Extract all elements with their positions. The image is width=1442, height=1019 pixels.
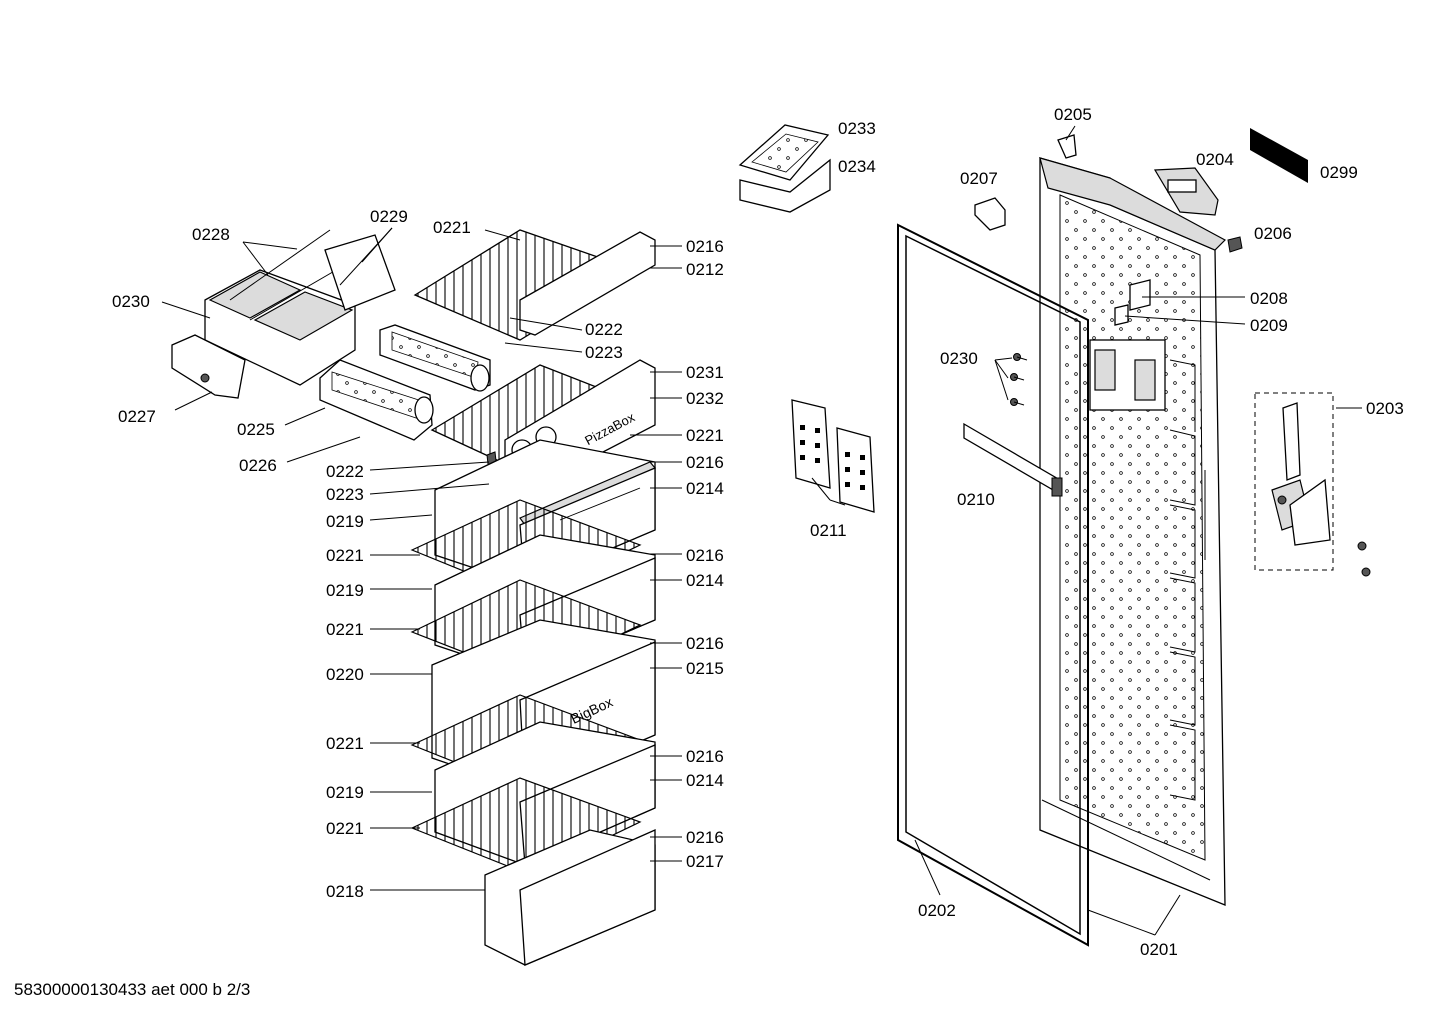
- callout-0228: 0228: [192, 225, 230, 244]
- ice-maker-box-assembly: [171, 229, 396, 399]
- door-hinge-assembly: [1254, 392, 1371, 577]
- ice-tray-and-box: [738, 124, 831, 213]
- drawing-reference-code: 58300000130433 aet 000 b 2/3: [14, 980, 251, 999]
- callout-0219-c: 0219: [326, 783, 364, 802]
- callout-0210: 0210: [957, 490, 995, 509]
- callout-0230-right: 0230: [940, 349, 978, 368]
- callout-0216-c: 0216: [686, 546, 724, 565]
- top-right-small-parts: [974, 128, 1308, 326]
- callout-0221-top: 0221: [433, 218, 471, 237]
- callout-0214-c: 0214: [686, 771, 724, 790]
- door-seal: [897, 223, 1089, 947]
- callout-0225: 0225: [237, 420, 275, 439]
- cabinet-liner: [1039, 157, 1226, 906]
- callout-0223-a: 0223: [585, 343, 623, 362]
- callout-0234: 0234: [838, 157, 876, 176]
- callout-0214-a: 0214: [686, 479, 724, 498]
- leader-lines: [161, 125, 1362, 936]
- callout-0231: 0231: [686, 363, 724, 382]
- ice-packs: [791, 399, 875, 513]
- part-callouts: 0228 0229 0221 0230 0227 0225 0226 0216 …: [112, 105, 1404, 959]
- callout-0216-e: 0216: [686, 747, 724, 766]
- callout-0216-a: 0216: [686, 237, 724, 256]
- callout-0204: 0204: [1196, 150, 1234, 169]
- callout-0227: 0227: [118, 407, 156, 426]
- callout-0209: 0209: [1250, 316, 1288, 335]
- callout-0222-b: 0222: [326, 462, 364, 481]
- callout-0232: 0232: [686, 389, 724, 408]
- callout-0217: 0217: [686, 852, 724, 871]
- callout-0202: 0202: [918, 901, 956, 920]
- callout-0212: 0212: [686, 260, 724, 279]
- freezer-drawers: BigBox: [410, 439, 656, 966]
- callout-0221-e: 0221: [326, 734, 364, 753]
- callout-0221-f: 0221: [326, 819, 364, 838]
- callout-0216-b: 0216: [686, 453, 724, 472]
- callout-0221-d: 0221: [326, 620, 364, 639]
- callout-0219-a: 0219: [326, 512, 364, 531]
- callout-0207: 0207: [960, 169, 998, 188]
- ice-cube-trays: [319, 324, 491, 441]
- callout-0206: 0206: [1254, 224, 1292, 243]
- screw-icons: [1010, 353, 1028, 406]
- callout-0233: 0233: [838, 119, 876, 138]
- callout-0218: 0218: [326, 882, 364, 901]
- callout-0222-a: 0222: [585, 320, 623, 339]
- callout-0208: 0208: [1250, 289, 1288, 308]
- callout-0216-f: 0216: [686, 828, 724, 847]
- callout-0221-b: 0221: [686, 426, 724, 445]
- callout-0216-d: 0216: [686, 634, 724, 653]
- callout-0229: 0229: [370, 207, 408, 226]
- callout-0201: 0201: [1140, 940, 1178, 959]
- top-wire-shelf: [413, 229, 656, 341]
- callout-0219-b: 0219: [326, 581, 364, 600]
- callout-0220: 0220: [326, 665, 364, 684]
- callout-0230-left: 0230: [112, 292, 150, 311]
- callout-0211: 0211: [810, 521, 847, 540]
- callout-0215: 0215: [686, 659, 724, 678]
- callout-0223-b: 0223: [326, 485, 364, 504]
- callout-0205: 0205: [1054, 105, 1092, 124]
- door-handle-strip: [963, 422, 1063, 497]
- callout-0226: 0226: [239, 456, 277, 475]
- callout-0203: 0203: [1366, 399, 1404, 418]
- callout-0299: 0299: [1320, 163, 1358, 182]
- callout-0221-c: 0221: [326, 546, 364, 565]
- callout-0214-b: 0214: [686, 571, 724, 590]
